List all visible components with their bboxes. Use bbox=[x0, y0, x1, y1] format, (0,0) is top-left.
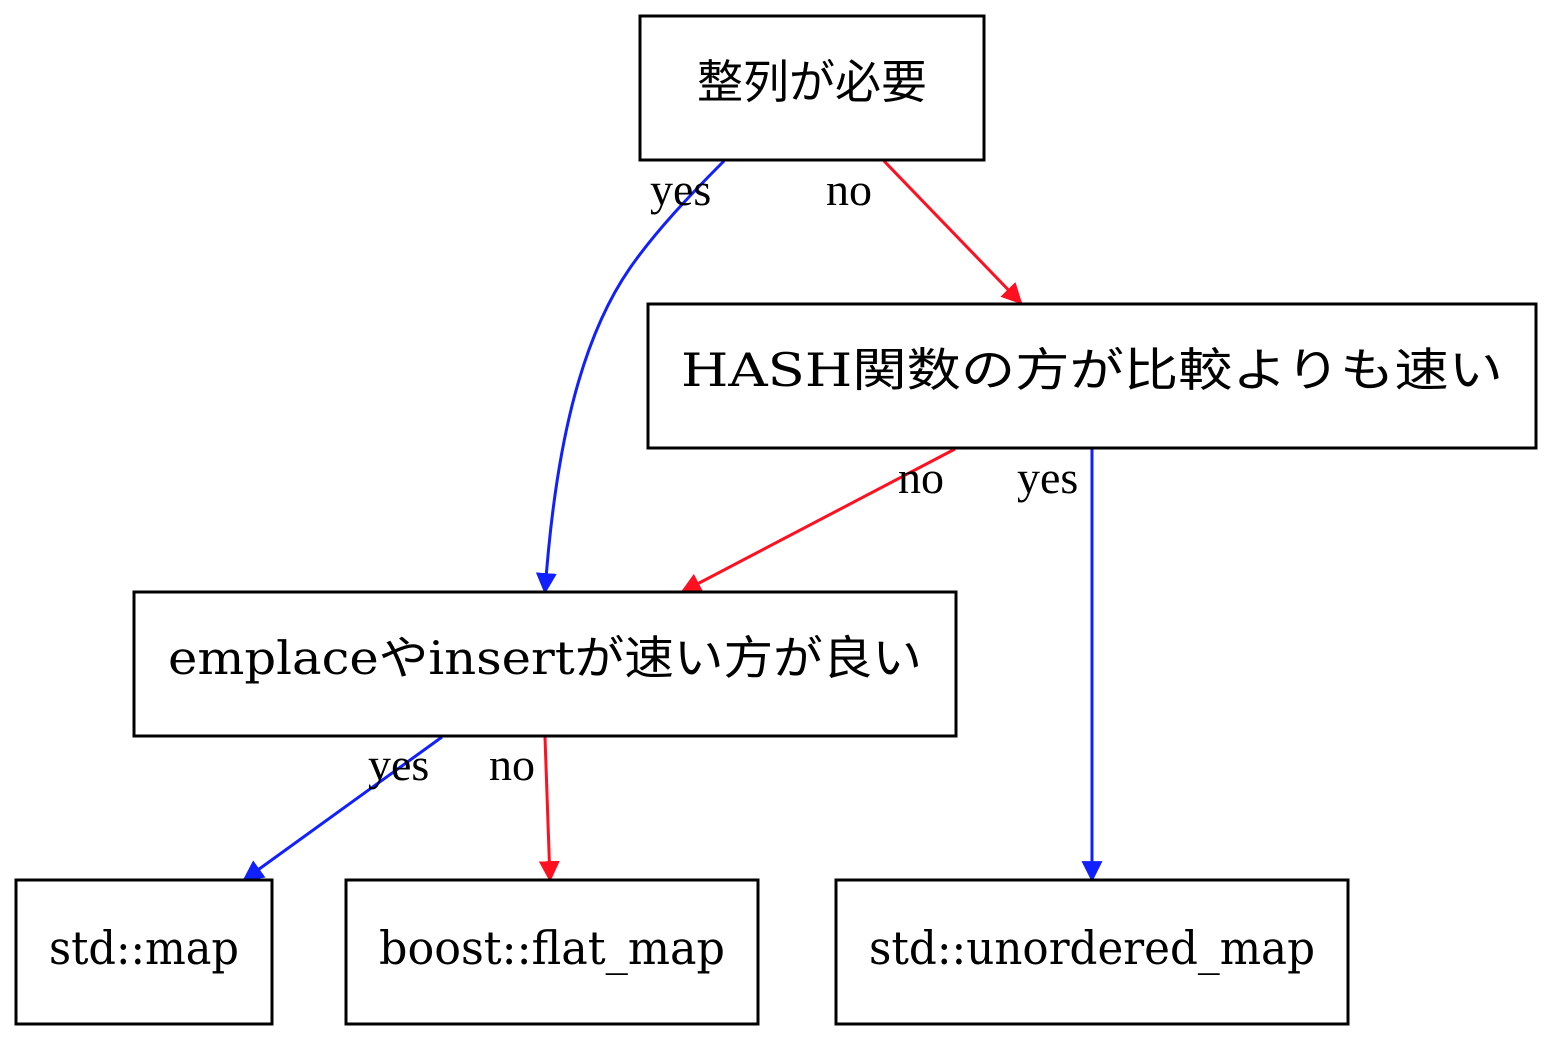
edge-emplace-to-flatmap-no bbox=[538, 736, 560, 883]
node-std-map-label: std::map bbox=[49, 921, 239, 975]
node-std-map: std::map bbox=[14, 878, 274, 1026]
node-sorted: 整列が必要 bbox=[638, 14, 986, 162]
edge-label-emplace-yes: yes bbox=[368, 739, 429, 790]
edge-label-hash-yes: yes bbox=[1017, 452, 1078, 503]
edge-sorted-to-emplace-yes bbox=[535, 159, 726, 595]
node-sorted-label: 整列が必要 bbox=[697, 55, 927, 109]
edge-emplace-to-stdmap-yes bbox=[242, 735, 443, 882]
node-unordered-map-label: std::unordered_map bbox=[869, 921, 1315, 975]
edge-label-hash-no: no bbox=[898, 452, 944, 503]
edge-label-emplace-no: no bbox=[489, 739, 535, 790]
node-emplace-label: emplaceやinsertが速い方が良い bbox=[168, 631, 922, 685]
edge-hash-to-emplace-no bbox=[680, 447, 956, 594]
edge-sorted-to-hash-no bbox=[882, 159, 1023, 305]
node-flat-map-label: boost::flat_map bbox=[379, 921, 725, 975]
edge-label-sorted-yes: yes bbox=[650, 164, 711, 215]
edge-label-sorted-no: no bbox=[826, 164, 872, 215]
node-flat-map: boost::flat_map bbox=[344, 878, 760, 1026]
node-unordered-map: std::unordered_map bbox=[834, 878, 1350, 1026]
node-hash-label: HASH関数の方が比較よりも速い bbox=[681, 343, 1503, 397]
node-emplace: emplaceやinsertが速い方が良い bbox=[132, 590, 958, 738]
node-hash: HASH関数の方が比較よりも速い bbox=[646, 302, 1538, 450]
